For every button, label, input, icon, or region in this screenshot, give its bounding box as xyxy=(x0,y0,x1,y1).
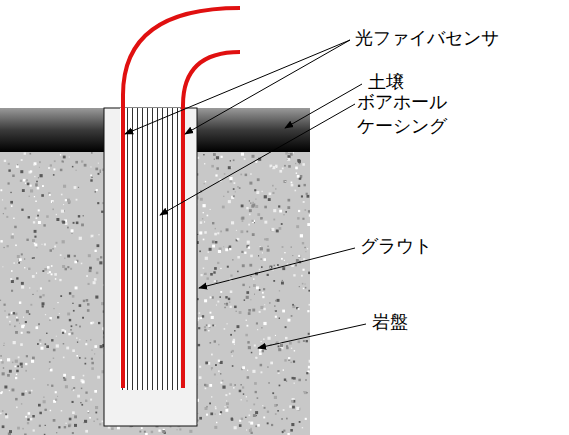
leader-line xyxy=(199,248,355,288)
leader-line xyxy=(160,104,355,215)
leader-line xyxy=(185,40,350,134)
borehole-casing xyxy=(120,108,180,390)
leader-line xyxy=(125,40,350,134)
casing-label: ボアホール ケーシング xyxy=(352,90,452,139)
leader-line xyxy=(258,324,366,348)
sensor-label: 光ファイバセンサ xyxy=(355,26,499,50)
fiber-sensor xyxy=(123,8,240,388)
fiber-sensor xyxy=(183,52,240,388)
soil-label: 土壌 xyxy=(368,70,404,94)
rock-label: 岩盤 xyxy=(372,310,408,334)
grout-label: グラウト xyxy=(360,234,432,258)
